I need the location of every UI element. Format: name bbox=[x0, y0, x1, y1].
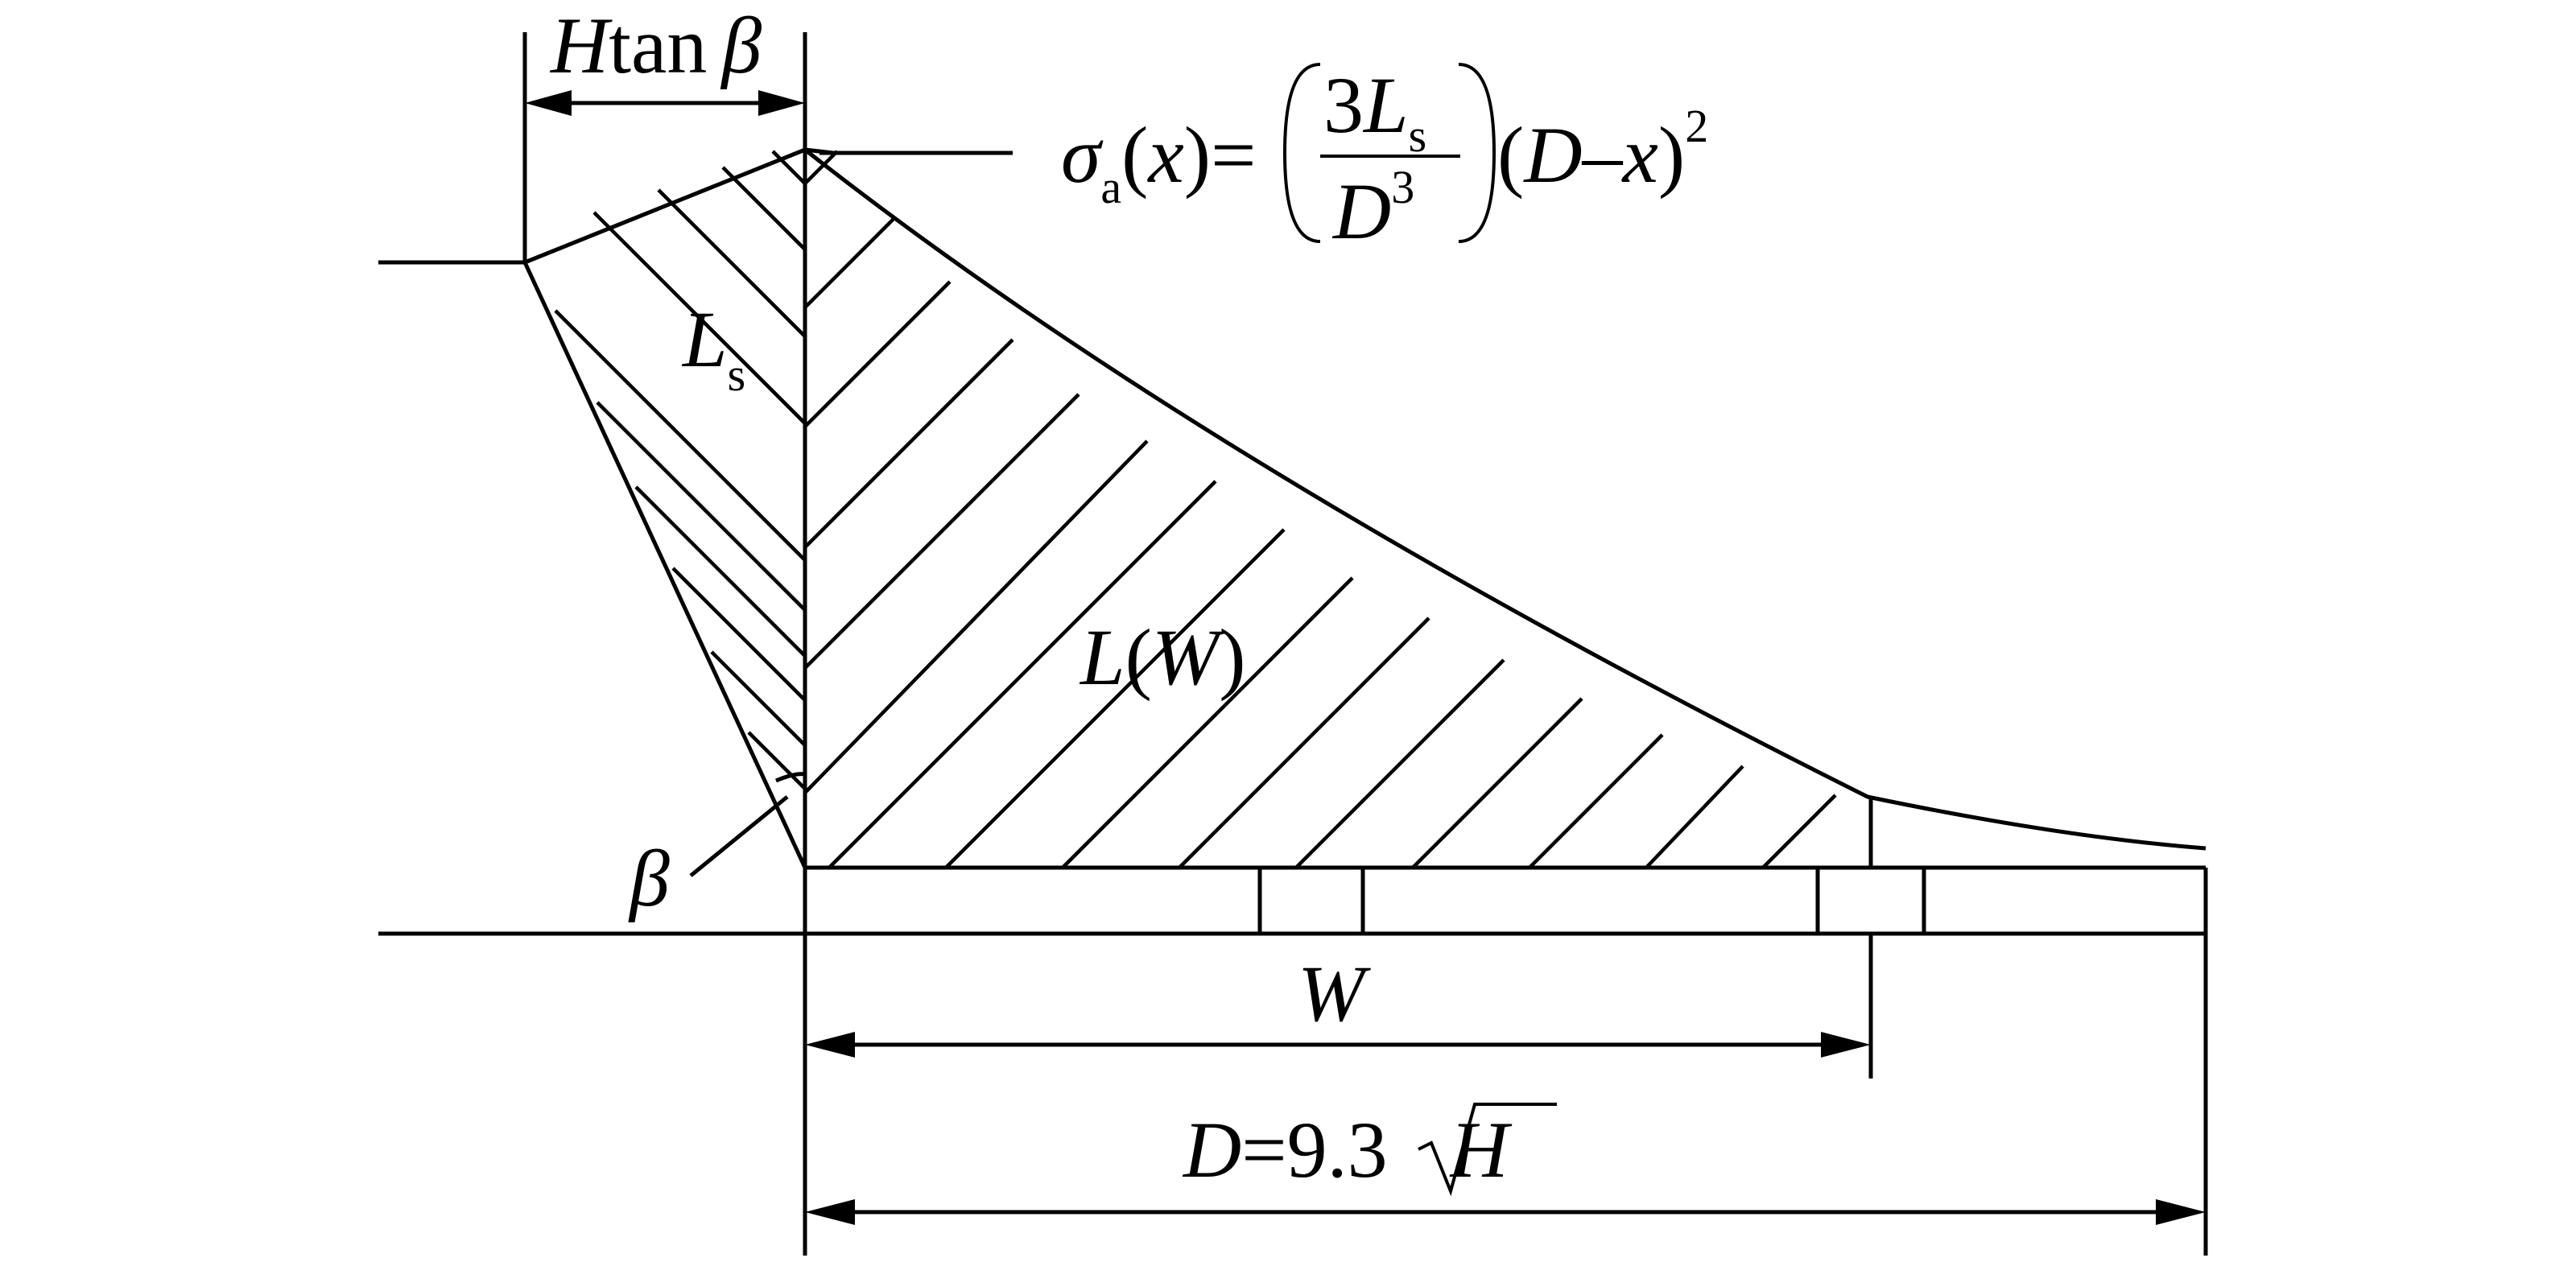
sigma-formula-structure bbox=[1282, 63, 1496, 243]
sqrt-radical-symbol bbox=[1418, 1103, 1557, 1197]
label-ls: Ls bbox=[681, 295, 745, 401]
w-dimension bbox=[805, 1032, 1871, 1058]
label-w: W bbox=[1298, 949, 1371, 1038]
hatch-ls-region bbox=[554, 150, 807, 790]
label-sigma-denominator: D3 bbox=[1331, 161, 1414, 256]
foundation-strip bbox=[378, 798, 2208, 1256]
embankment-outline bbox=[378, 32, 1013, 1256]
stress-distribution-curve bbox=[803, 148, 2207, 851]
hatch-lw-region bbox=[803, 150, 1837, 869]
label-sigma-lhs: σa(x)= bbox=[1061, 110, 1257, 213]
label-sigma-tail: (D–x)2 bbox=[1497, 100, 1708, 200]
d-dimension bbox=[805, 1199, 2206, 1225]
h-tan-beta-dimension bbox=[522, 32, 805, 262]
label-beta: β bbox=[628, 834, 670, 923]
beta-angle-marker bbox=[689, 772, 806, 877]
label-sigma-numerator: 3Ls bbox=[1323, 60, 1426, 162]
label-lw: L(W) bbox=[1079, 612, 1246, 702]
